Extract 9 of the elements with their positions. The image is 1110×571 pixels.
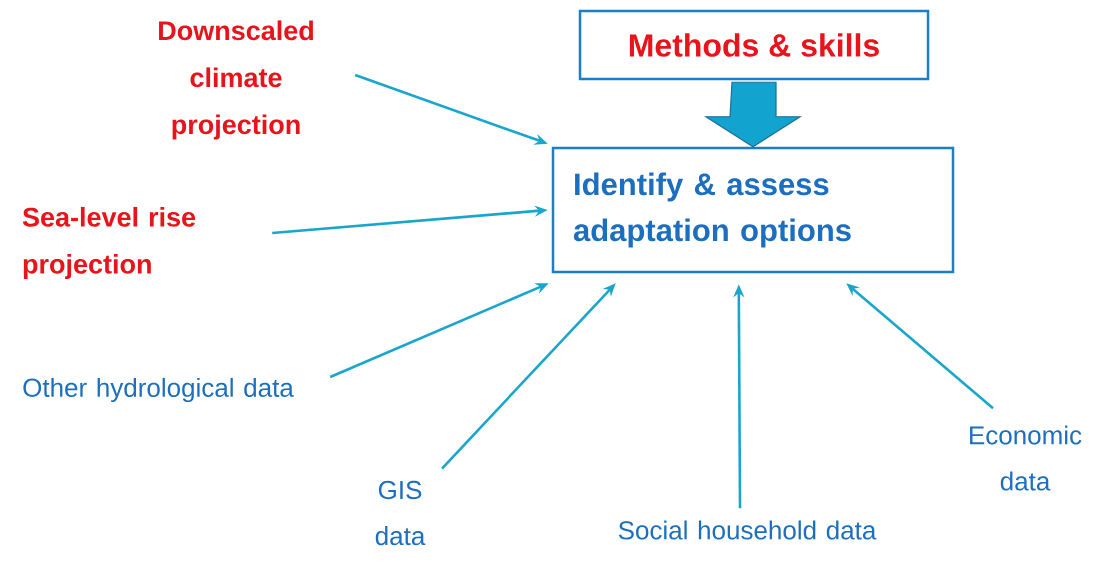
input-label: Downscaled climate projection [159, 20, 313, 140]
input-label: Other hydrological data [23, 377, 294, 403]
input-label: Social household data [618, 520, 877, 540]
process-box: Identify & assess adaptation options [551, 146, 955, 274]
heading-box: Methods & skills [578, 9, 930, 81]
input-label: Sea-level rise projection [22, 206, 196, 280]
input-label: Economic data [970, 425, 1082, 491]
block-arrow [703, 81, 803, 148]
input-label: GIS data [375, 480, 426, 546]
